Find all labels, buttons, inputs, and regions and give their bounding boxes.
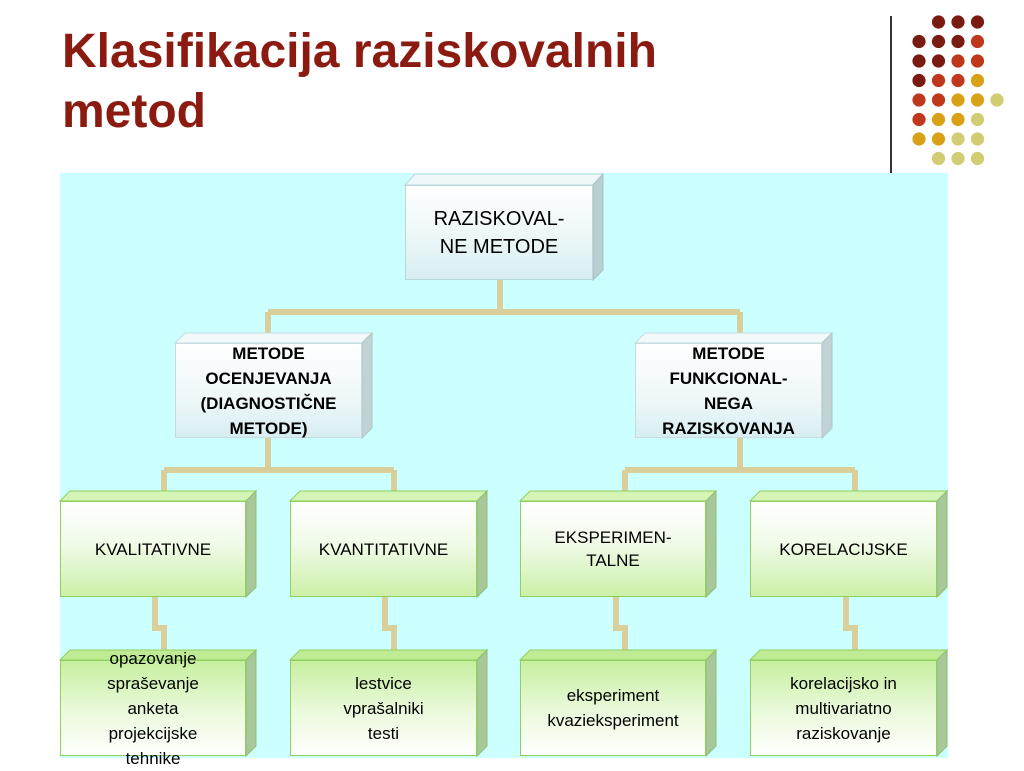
node-root-research-methods: RAZISKOVAL- NE METODE <box>405 185 593 280</box>
decorative-dot <box>912 73 926 88</box>
decorative-dot <box>931 54 946 68</box>
node-quantitative-label: KVANTITATIVNE <box>318 539 449 559</box>
connector-leaf-2 <box>382 596 397 655</box>
node-assessment-methods: METODE OCENJEVANJA (DIAGNOSTIČNE METODE) <box>175 343 362 438</box>
decorative-dot <box>931 112 946 127</box>
decorative-dot <box>951 132 965 146</box>
leaf-qualitative-techniques-text: opazovanje spraševanje anketa projekcijs… <box>107 648 199 768</box>
decorative-dot <box>970 54 985 68</box>
leaf-quantitative-techniques-text: lestvice vprašalniki testi <box>343 673 424 743</box>
node-functional-research-methods: METODE FUNKCIONAL- NEGA RAZISKOVANJA <box>635 343 822 438</box>
connector-right-branch <box>622 436 858 497</box>
decorative-dot <box>970 132 985 146</box>
decorative-dot <box>970 15 985 29</box>
decorative-dot <box>951 151 965 166</box>
decorative-dot <box>970 34 985 49</box>
connector-leaf-3 <box>613 596 628 655</box>
connector-leaf-1 <box>152 596 167 655</box>
title-divider-line <box>890 16 892 174</box>
node-correlational-label: KORELACIJSKE <box>779 539 908 559</box>
connector-leaf-4 <box>843 596 858 655</box>
decorative-dot <box>970 151 985 166</box>
decorative-dot <box>912 54 926 68</box>
node-qualitative-label: KVALITATIVNE <box>94 539 212 559</box>
decorative-dot <box>912 93 926 107</box>
slide-title-line-2: metod <box>62 85 206 138</box>
leaf-experimental-techniques: eksperiment kvazieksperiment <box>520 660 706 756</box>
decorative-dot-grid <box>912 15 1004 166</box>
node-correlational: KORELACIJSKE <box>750 501 937 597</box>
decorative-dot <box>970 93 985 107</box>
decorative-dot <box>912 34 926 49</box>
decorative-dot <box>931 73 946 88</box>
decorative-dot <box>951 93 965 107</box>
decorative-dot <box>931 34 946 49</box>
decorative-dot <box>990 93 1004 107</box>
decorative-dot <box>931 151 946 166</box>
leaf-qualitative-techniques: opazovanje spraševanje anketa projekcijs… <box>60 649 246 768</box>
node-experimental-label: EKSPERIMEN- TALNE <box>554 528 672 570</box>
node-qualitative: KVALITATIVNE <box>60 501 246 597</box>
decorative-dot <box>912 132 926 146</box>
decorative-dot <box>951 112 965 127</box>
decorative-dot <box>951 73 965 88</box>
node-assessment-methods-label: METODE OCENJEVANJA (DIAGNOSTIČNE METODE) <box>200 343 337 438</box>
leaf-correlational-techniques: korelacijsko in multivariatno raziskovan… <box>750 660 937 756</box>
connector-left-branch <box>161 436 397 497</box>
connector-root <box>265 280 743 338</box>
decorative-dot <box>931 15 946 29</box>
decorative-dot <box>970 73 985 88</box>
leaf-experimental-techniques-text: eksperiment kvazieksperiment <box>547 686 679 730</box>
decorative-dot <box>931 93 946 107</box>
slide-title-line-1: Klasifikacija raziskovalnih <box>62 25 657 78</box>
decorative-dot <box>931 132 946 146</box>
node-experimental: EKSPERIMEN- TALNE <box>520 501 706 597</box>
slide-title: Klasifikacija raziskovalnih metod <box>62 22 822 142</box>
decorative-dot <box>951 15 965 29</box>
leaf-quantitative-techniques: lestvice vprašalniki testi <box>290 660 477 756</box>
leaf-correlational-techniques-text: korelacijsko in multivariatno raziskovan… <box>790 673 897 743</box>
decorative-dot <box>951 54 965 68</box>
decorative-dot <box>912 112 926 127</box>
node-quantitative: KVANTITATIVNE <box>290 501 477 597</box>
decorative-dot <box>951 34 965 49</box>
decorative-dot <box>970 112 985 127</box>
node-functional-research-label: METODE FUNKCIONAL- NEGA RAZISKOVANJA <box>662 343 795 438</box>
node-root-label: RAZISKOVAL- NE METODE <box>433 207 565 258</box>
